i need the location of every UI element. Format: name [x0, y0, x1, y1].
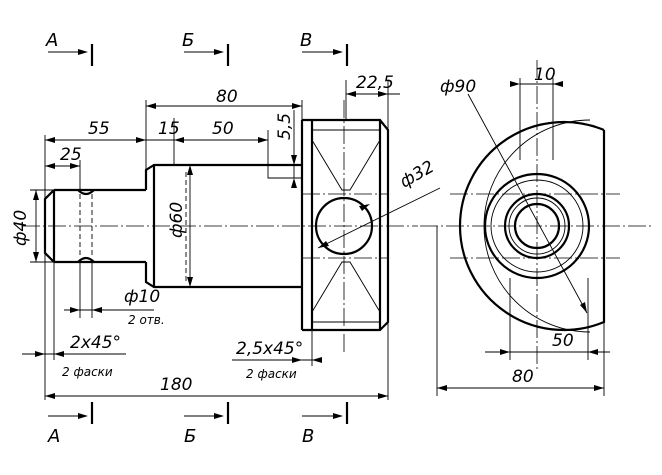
dim-50: 50 — [212, 119, 234, 139]
dim-25: 25 — [60, 145, 82, 165]
side-ring-mid — [503, 192, 571, 260]
front-view — [22, 100, 418, 352]
note-chamfer-left: 2 фаски — [62, 365, 113, 379]
section-markers: А Б В А Б В — [45, 30, 349, 447]
dim-phi32: ф32 — [397, 157, 438, 192]
section-label-a-top: А — [45, 30, 58, 51]
groove-bottom — [77, 256, 95, 263]
dim-180: 180 — [160, 375, 192, 395]
side-ring-outer — [483, 172, 591, 280]
small-shaft-outline — [43, 188, 146, 264]
note-chamfer-right: 2 фаски — [246, 367, 297, 381]
side-view: ф90 10 50 80 — [420, 60, 652, 396]
dim-phi40: ф40 — [11, 210, 31, 246]
section-label-a-bottom: А — [47, 426, 60, 447]
head-outline — [300, 118, 390, 332]
dim-phi60: ф60 — [167, 202, 187, 238]
section-label-v-bottom: В — [302, 426, 314, 447]
dim-phi90: ф90 — [440, 77, 476, 97]
dim-phi10: ф10 — [124, 287, 160, 307]
dim-10-side: 10 — [534, 65, 556, 85]
front-dimensions: 80 22,5 55 15 50 5,5 25 — [11, 73, 441, 400]
side-bore — [513, 202, 561, 250]
section-label-b-top: Б — [182, 30, 194, 51]
dim-80: 80 — [216, 87, 238, 107]
note-two-holes: 2 отв. — [128, 313, 165, 327]
middle-shaft-outline — [144, 163, 302, 289]
dim-5-5: 5,5 — [275, 113, 295, 140]
flat-cut — [267, 165, 302, 179]
cross-hole — [314, 196, 374, 256]
section-label-v-top: В — [300, 30, 312, 51]
groove-top — [77, 189, 95, 196]
dim-80-side: 80 — [512, 367, 534, 387]
dim-chamfer-left: 2х45° — [70, 333, 121, 353]
dim-55: 55 — [88, 119, 110, 139]
dim-22-5: 22,5 — [356, 73, 394, 93]
section-label-b-bottom: Б — [184, 426, 196, 447]
dim-15: 15 — [158, 119, 180, 139]
dim-50-side: 50 — [552, 331, 574, 351]
head-facets — [311, 139, 381, 313]
side-outer-circle — [458, 120, 606, 332]
dim-chamfer-right: 2,5х45° — [236, 339, 303, 359]
